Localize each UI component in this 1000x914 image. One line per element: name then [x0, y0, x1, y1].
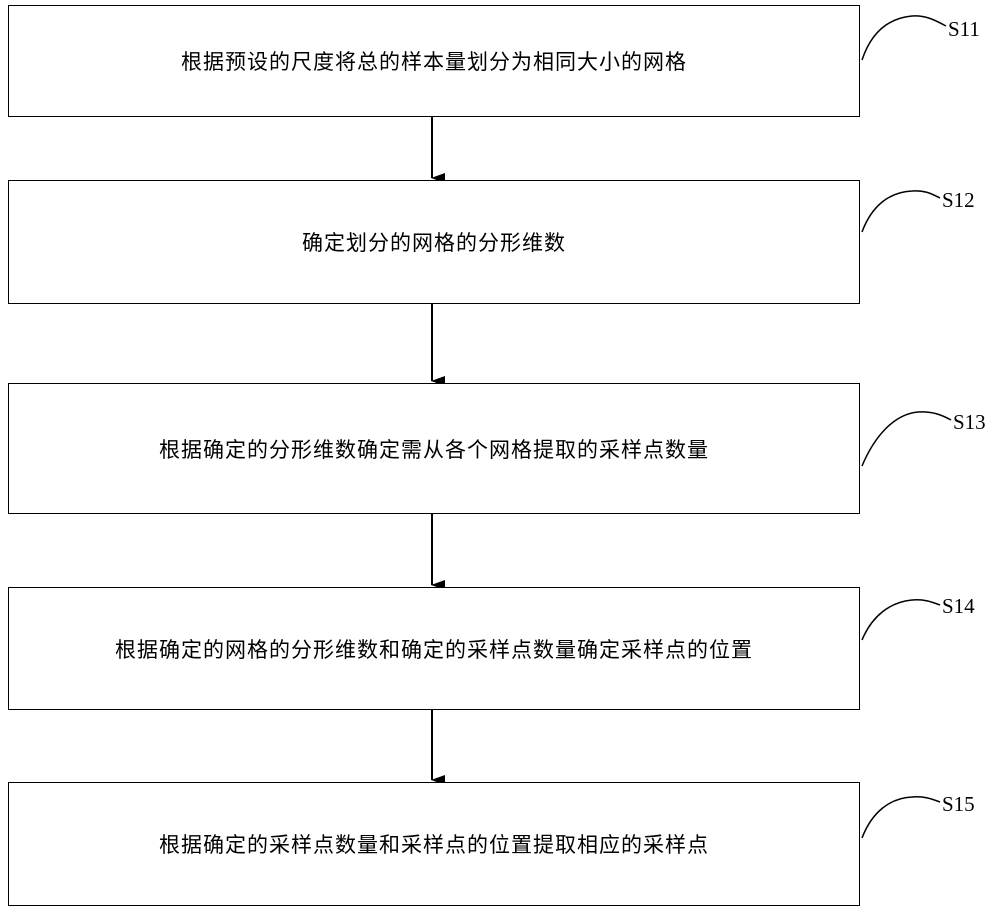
step-box-s13: 根据确定的分形维数确定需从各个网格提取的采样点数量	[8, 383, 860, 514]
step-text-s13: 根据确定的分形维数确定需从各个网格提取的采样点数量	[159, 434, 709, 464]
step-label-s14: S14	[942, 594, 975, 619]
step-label-s11: S11	[948, 17, 980, 42]
step-label-s12: S12	[942, 188, 975, 213]
step-text-s15: 根据确定的采样点数量和采样点的位置提取相应的采样点	[159, 829, 709, 859]
step-box-s11: 根据预设的尺度将总的样本量划分为相同大小的网格	[8, 5, 860, 117]
step-text-s12: 确定划分的网格的分形维数	[302, 227, 566, 257]
step-box-s15: 根据确定的采样点数量和采样点的位置提取相应的采样点	[8, 782, 860, 906]
step-box-s14: 根据确定的网格的分形维数和确定的采样点数量确定采样点的位置	[8, 587, 860, 710]
leader-curve-s14	[862, 600, 940, 640]
step-box-s12: 确定划分的网格的分形维数	[8, 180, 860, 304]
leader-curve-s12	[862, 191, 940, 232]
leader-curve-s15	[862, 797, 940, 838]
step-label-s15: S15	[942, 792, 975, 817]
step-label-s13: S13	[953, 410, 986, 435]
step-text-s11: 根据预设的尺度将总的样本量划分为相同大小的网格	[181, 46, 687, 76]
step-text-s14: 根据确定的网格的分形维数和确定的采样点数量确定采样点的位置	[115, 634, 753, 664]
leader-curve-s13	[862, 412, 951, 466]
leader-curve-s11	[862, 16, 946, 60]
